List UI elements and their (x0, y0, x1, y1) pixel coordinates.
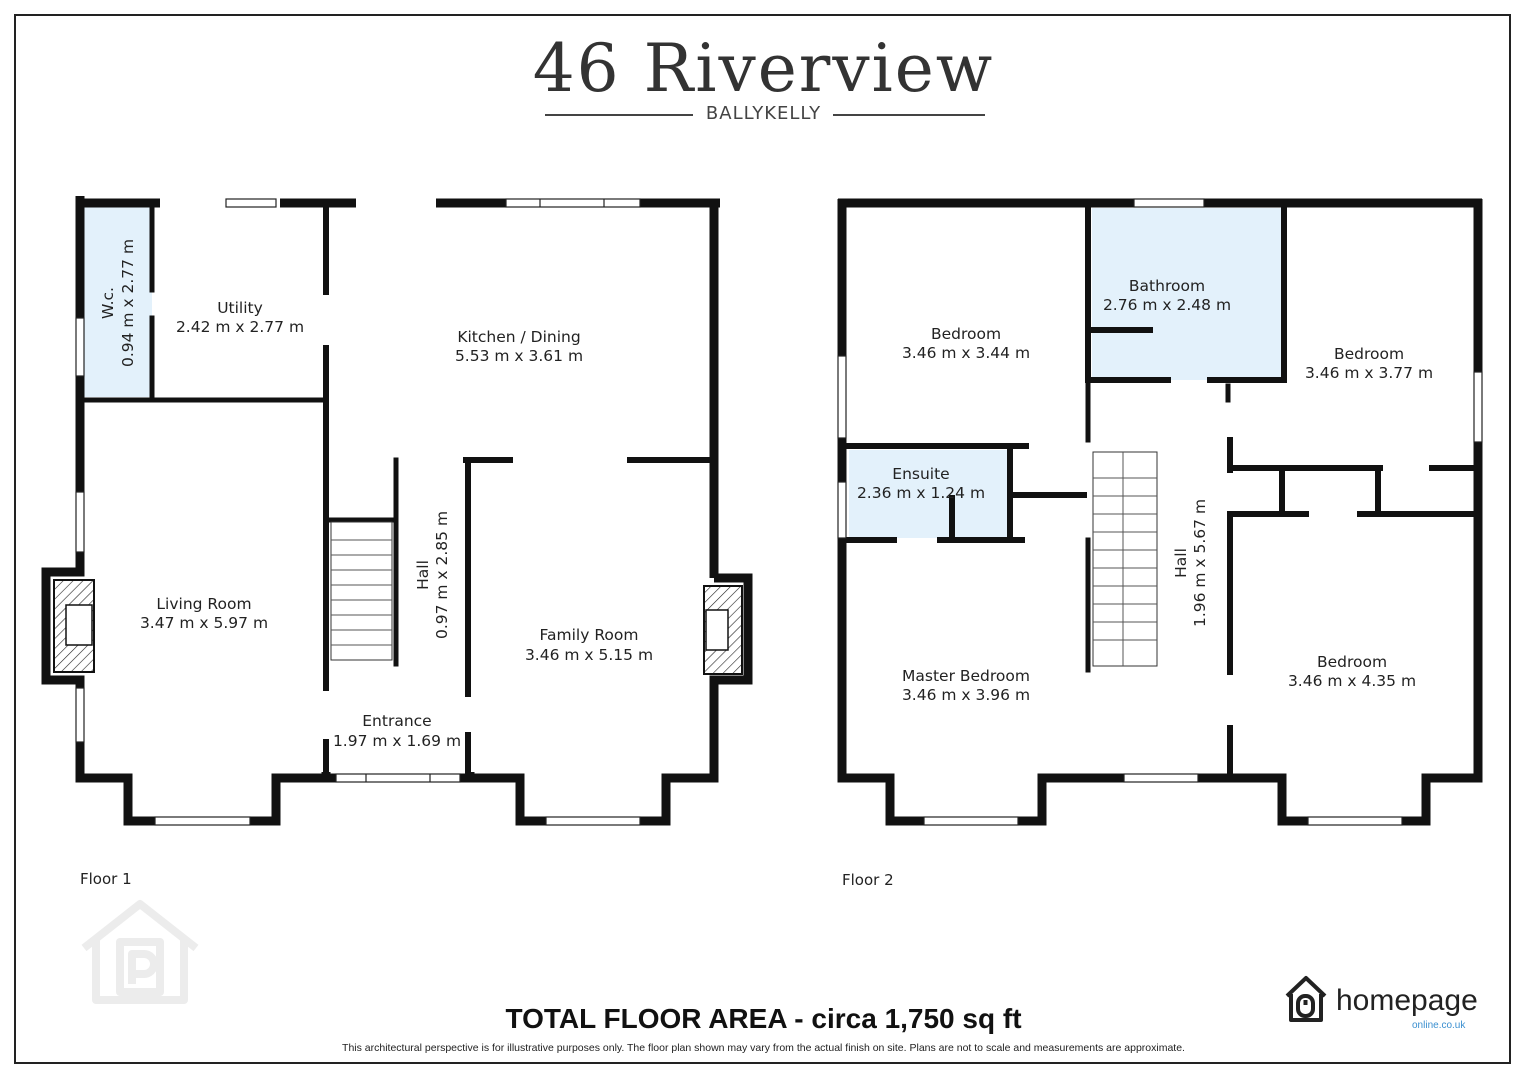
bathroom-dims: 2.76 m x 2.48 m (1103, 296, 1231, 314)
floor-2-label: Floor 2 (842, 871, 894, 889)
brand-name: homepage (1336, 984, 1478, 1017)
family-room-name: Family Room (540, 626, 639, 644)
homepage-logo: homepage online.co.uk (1284, 972, 1494, 1034)
master-bedroom-name: Master Bedroom (902, 667, 1030, 685)
bathroom-name: Bathroom (1129, 277, 1205, 295)
floor-2-plan: Bedroom 3.46 m x 3.44 m Bathroom 2.76 m … (837, 198, 1483, 889)
subtitle-rule-left (545, 114, 693, 116)
bedroom-1-name: Bedroom (931, 325, 1001, 343)
kitchen-dims: 5.53 m x 3.61 m (455, 347, 583, 365)
floor-2-stairs (1092, 451, 1158, 667)
entrance-dims: 1.97 m x 1.69 m (333, 732, 461, 750)
property-title: 46 Riverview (532, 30, 995, 107)
wc-dims: 0.94 m x 2.77 m (119, 239, 137, 367)
bedroom-2-name: Bedroom (1334, 345, 1404, 363)
page-border (14, 14, 1511, 1064)
subtitle-rule-right (833, 114, 985, 116)
wc-fill (84, 207, 152, 397)
floor-1-plan: W.c. 0.94 m x 2.77 m Utility 2.42 m x 2.… (41, 196, 753, 888)
kitchen-name: Kitchen / Dining (457, 328, 580, 346)
propertypal-watermark-icon (81, 900, 199, 1004)
bedroom-3-name: Bedroom (1317, 653, 1387, 671)
hall-2-name: Hall (1172, 548, 1190, 578)
brand-sub: online.co.uk (1412, 1020, 1466, 1031)
floor-1-inner-walls (81, 204, 715, 778)
living-room-hearth (65, 604, 93, 646)
living-room-name: Living Room (156, 595, 251, 613)
utility-dims: 2.42 m x 2.77 m (176, 318, 304, 336)
house-mouse-icon (1285, 976, 1327, 1022)
bedroom-2-dims: 3.46 m x 3.77 m (1305, 364, 1433, 382)
floor-2-windows (837, 198, 1483, 826)
hall-1-dims: 0.97 m x 2.85 m (433, 511, 451, 639)
disclaimer: This architectural perspective is for il… (342, 1042, 1185, 1054)
family-room-hearth (705, 609, 729, 651)
entrance-name: Entrance (362, 712, 431, 730)
floor-2-outer-walls (837, 198, 1483, 826)
hall-2-dims: 1.96 m x 5.67 m (1191, 499, 1209, 627)
total-floor-area: TOTAL FLOOR AREA - circa 1,750 sq ft (505, 1003, 1022, 1034)
wc-name: W.c. (99, 287, 117, 319)
family-room-dims: 3.46 m x 5.15 m (525, 646, 653, 664)
hall-1-name: Hall (414, 560, 432, 590)
ensuite-name: Ensuite (892, 465, 949, 483)
bedroom-3-dims: 3.46 m x 4.35 m (1288, 672, 1416, 690)
master-bedroom-dims: 3.46 m x 3.96 m (902, 686, 1030, 704)
ensuite-dims: 2.36 m x 1.24 m (857, 484, 985, 502)
property-location: BALLYKELLY (705, 103, 822, 124)
bathroom-fill (1092, 208, 1282, 380)
utility-name: Utility (217, 299, 263, 317)
floor-1-label: Floor 1 (80, 870, 132, 888)
ensuite-fill (849, 450, 1013, 538)
floor-1-windows (75, 198, 641, 826)
bedroom-1-dims: 3.46 m x 3.44 m (902, 344, 1030, 362)
floor-2-inner-walls (843, 204, 1479, 777)
living-room-dims: 3.47 m x 5.97 m (140, 614, 268, 632)
floor-1-stairs (330, 521, 393, 661)
